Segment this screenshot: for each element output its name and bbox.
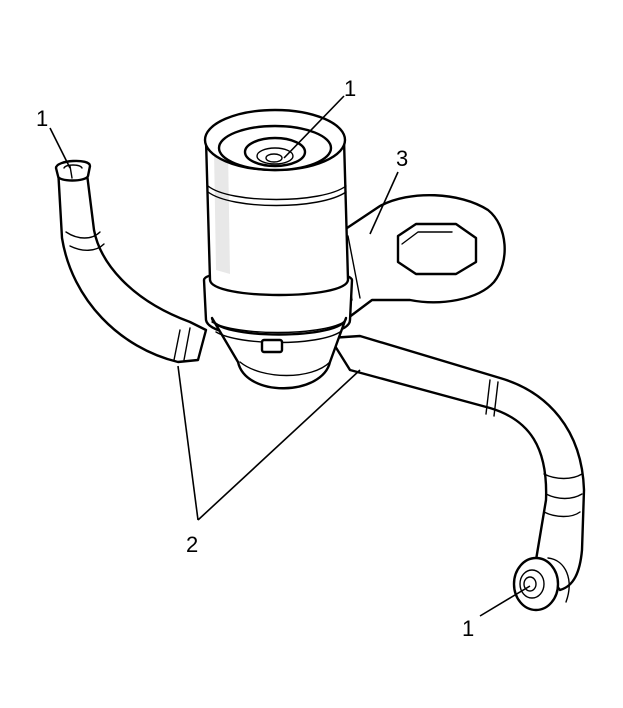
sensor-cylinder (203, 108, 350, 297)
left-hose (54, 159, 208, 364)
right-hose (328, 334, 586, 612)
leader-hose-right (197, 369, 361, 521)
leader-sensor-tip (283, 95, 345, 159)
mounting-bracket (328, 193, 506, 320)
leader-right-hose-end (479, 585, 531, 617)
callout-label-hoses: 2 (186, 532, 198, 557)
callout-label-left-hose-end: 1 (36, 106, 48, 131)
leader-left-hose-end (49, 127, 71, 169)
leader-bracket (369, 171, 399, 235)
leader-lines (49, 95, 531, 617)
callout-label-right-hose-end: 1 (462, 616, 474, 641)
callout-label-bracket: 3 (396, 146, 408, 171)
leader-hose-left (177, 365, 199, 521)
callout-label-sensor-tip: 1 (344, 76, 356, 101)
